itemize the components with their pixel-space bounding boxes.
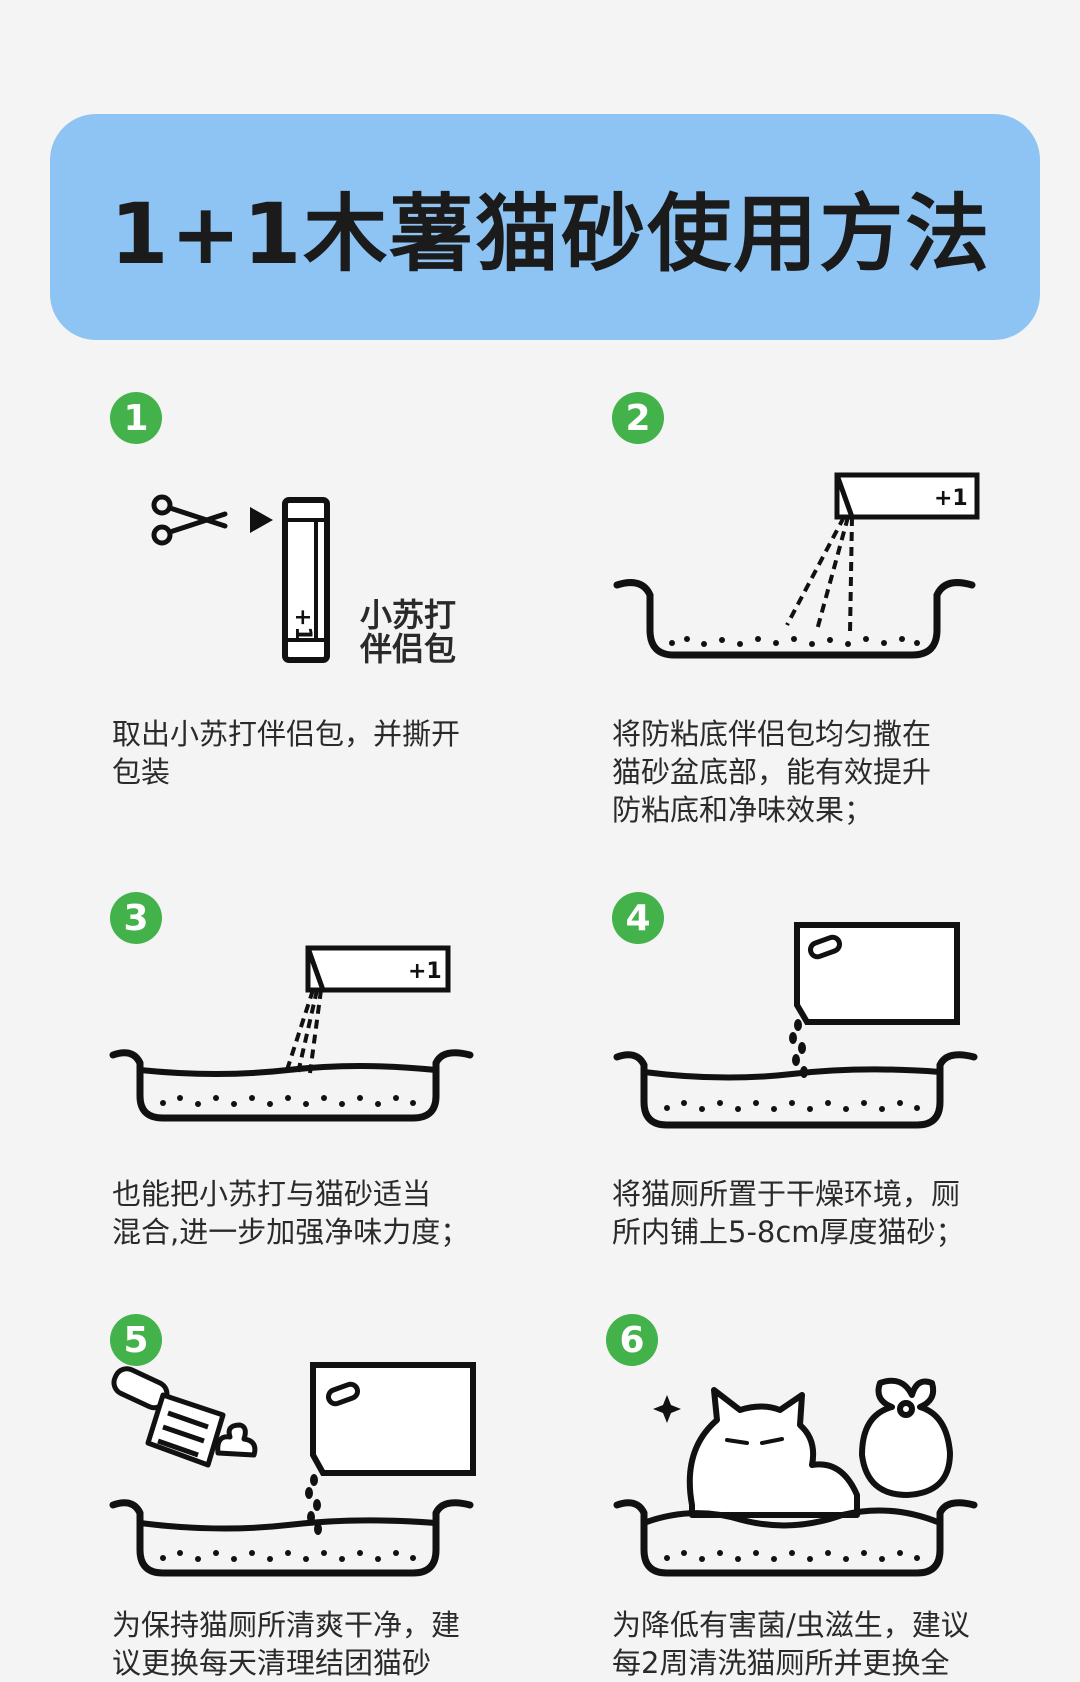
packet-label: 小苏打 伴侣包	[360, 596, 457, 668]
page-title: 1+1木薯猫砂使用方法	[110, 184, 992, 283]
packet-mark: +1	[290, 608, 315, 642]
step-1-badge: 1	[110, 392, 162, 444]
pouring-packet-into-tray-icon: +1	[613, 472, 980, 659]
scoop-and-bag-icon	[109, 1362, 476, 1577]
step-4-text: 将猫厕所置于干燥环境，厕 所内铺上5-8cm厚度猫砂；	[612, 1177, 965, 1249]
step-5-badge: 5	[110, 1314, 162, 1366]
pouring-bag-into-tray-icon	[613, 922, 978, 1129]
step-5-text: 为保持猫厕所清爽干净，建 议更换每天清理结团猫砂	[112, 1608, 461, 1680]
step-4-badge: 4	[612, 892, 664, 944]
title-banner: 1+1木薯猫砂使用方法	[50, 114, 1040, 340]
step-1-text: 取出小苏打伴侣包，并撕开 包装	[112, 717, 461, 789]
packet-mark: +1	[934, 486, 968, 511]
step-3-text: 也能把小苏打与猫砂适当 混合,进一步加强净味力度；	[112, 1177, 470, 1249]
scissors-and-packet-icon: +1	[151, 494, 330, 663]
packet-mark: +1	[408, 959, 442, 984]
sparkle-icon	[653, 1395, 681, 1423]
cat-in-tray-icon	[613, 1377, 978, 1577]
step-2-text: 将防粘底伴侣包均匀撒在 猫砂盆底部，能有效提升 防粘底和净味效果；	[612, 717, 932, 827]
step-6-badge: 6	[606, 1314, 658, 1366]
pouring-packet-into-tray-icon: +1	[109, 945, 474, 1122]
step-6-text: 为降低有害菌/虫滋生，建议 每2周清洗猫厕所并更换全	[612, 1608, 970, 1680]
step-3-badge: 3	[110, 892, 162, 944]
step-2-badge: 2	[612, 392, 664, 444]
